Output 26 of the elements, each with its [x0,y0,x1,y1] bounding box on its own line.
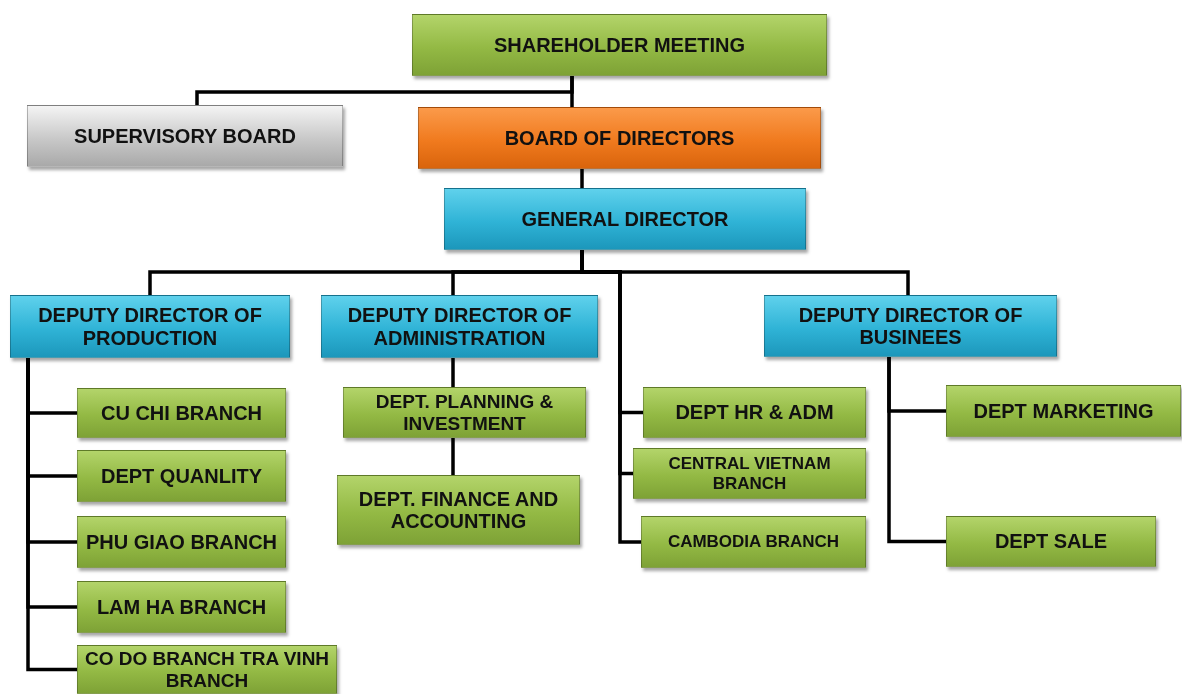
org-box: PHU GIAO BRANCH [77,516,286,568]
connector-line [26,358,77,672]
org-box: LAM HA BRANCH [77,581,286,633]
org-box: DEPUTY DIRECTOR OF PRODUCTION [10,295,290,358]
org-box: DEPUTY DIRECTOR OF BUSINEES [764,295,1057,357]
org-box: CU CHI BRANCH [77,388,286,438]
org-box: DEPT. PLANNING & INVESTMENT [343,387,586,438]
connector-line [451,358,455,387]
connector-line [580,250,641,544]
connector-line [451,438,455,475]
org-box: CAMBODIA BRANCH [641,516,866,568]
org-box: DEPUTY DIRECTOR OF ADMINISTRATION [321,295,598,358]
org-box: CENTRAL VIETNAM BRANCH [633,448,866,499]
org-box: BOARD OF DIRECTORS [418,107,821,169]
connector-line [580,169,584,188]
org-box: SUPERVISORY BOARD [27,105,343,167]
connector-line [570,76,574,107]
org-box: DEPT SALE [946,516,1156,567]
org-box: SHAREHOLDER MEETING [412,14,827,76]
org-box: DEPT MARKETING [946,385,1181,437]
org-box: DEPT. FINANCE AND ACCOUNTING [337,475,580,545]
connector-line [887,357,946,544]
org-box: GENERAL DIRECTOR [444,188,806,250]
org-box: DEPT QUANLITY [77,450,286,502]
org-box: CO DO BRANCH TRA VINH BRANCH [77,645,337,694]
org-box: DEPT HR & ADM [643,387,866,438]
